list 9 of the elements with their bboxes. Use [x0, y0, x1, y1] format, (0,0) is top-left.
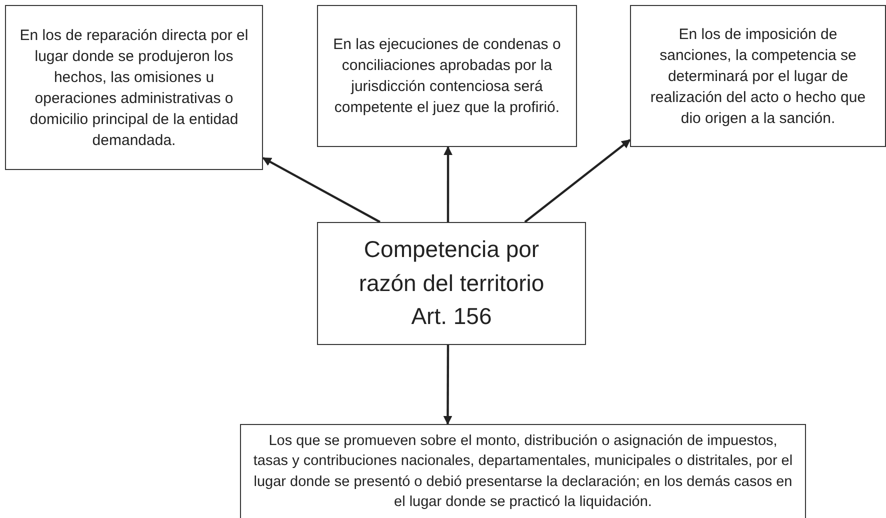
- text-box: En los de reparación directa por el lugar donde se produjeron los hechos, las omisiones u operaciones administrativas o domicilio principal de la entidad demandada.: [5, 5, 263, 170]
- text-box: Los que se promueven sobre el monto, distribución o asignación de impuestos, tasas y contribuciones nacionales, departamentales, municipales o distritales, por el lugar donde se presentó o debió presentarse la declaración; en los demás casos en el lugar donde se practicó la liquidación.: [240, 424, 806, 518]
- arrow: [443, 345, 452, 425]
- text-box: En los de imposición de sanciones, la competencia se determinará por el lugar de realización del acto o hecho que dio origen a la sanción.: [630, 5, 886, 147]
- arrow: [262, 157, 380, 223]
- arrow: [444, 146, 453, 222]
- topic-box: Competencia por razón del territorio Art. 156: [317, 222, 586, 345]
- arrow: [524, 139, 631, 223]
- text-box: En las ejecuciones de condenas o conciliaciones aprobadas por la jurisdicción contenciosa será competente el juez que la profirió.: [317, 5, 577, 147]
